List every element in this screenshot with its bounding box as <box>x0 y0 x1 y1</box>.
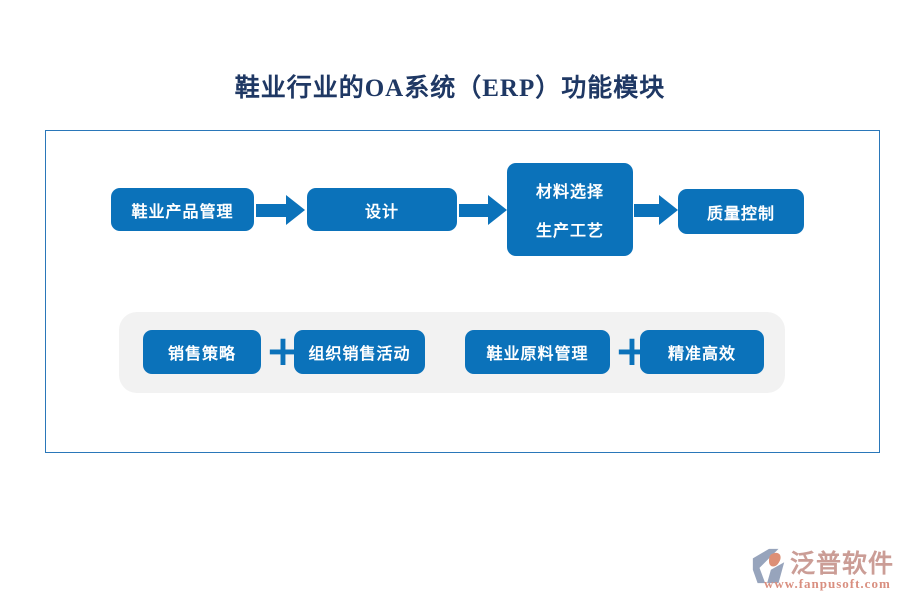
arrow-head <box>488 195 507 225</box>
arrow-shaft <box>459 203 488 217</box>
group-node-sales-activities: 组织销售活动 <box>294 330 425 374</box>
fanpu-logo-icon <box>750 547 788 585</box>
group-node-label: 组织销售活动 <box>308 346 411 363</box>
flow-node-design: 设计 <box>307 188 457 231</box>
flow-node-label-line1: 材料选择 <box>535 184 604 202</box>
flow-node-quality-control: 质量控制 <box>678 189 804 234</box>
arrow-shaft <box>256 203 286 217</box>
flow-node-label: 设计 <box>364 203 399 221</box>
right-arrow-icon <box>634 195 678 225</box>
group-node-label: 精准高效 <box>667 346 736 363</box>
right-arrow-icon <box>256 195 305 225</box>
arrow-head <box>286 195 305 225</box>
group-node-sales-strategy: 销售策略 <box>143 330 261 374</box>
group-node-label: 鞋业原料管理 <box>486 346 589 363</box>
fanpu-logo: 泛普软件 www.fanpusoft.com <box>750 544 895 596</box>
diagram-frame: 鞋业产品管理 设计 材料选择 生产工艺 质量控制 销售策略 + 组织销售活动 鞋… <box>45 130 880 453</box>
logo-url-text: www.fanpusoft.com <box>764 576 891 591</box>
flow-node-label: 鞋业产品管理 <box>131 203 234 221</box>
diagram-title: 鞋业行业的OA系统（ERP）功能模块 <box>234 75 666 102</box>
group-node-raw-material-management: 鞋业原料管理 <box>465 330 610 374</box>
logo-name-text: 泛普软件 <box>790 551 895 578</box>
group-node-label: 销售策略 <box>167 346 236 363</box>
group-node-precise-efficient: 精准高效 <box>640 330 764 374</box>
flow-node-label-line2: 生产工艺 <box>535 222 604 240</box>
flow-node-product-management: 鞋业产品管理 <box>111 188 254 231</box>
flow-node-label: 质量控制 <box>706 205 775 223</box>
right-arrow-icon <box>459 195 507 225</box>
arrow-shaft <box>634 203 659 217</box>
flow-node-material-process: 材料选择 生产工艺 <box>507 163 633 256</box>
arrow-head <box>659 195 678 225</box>
